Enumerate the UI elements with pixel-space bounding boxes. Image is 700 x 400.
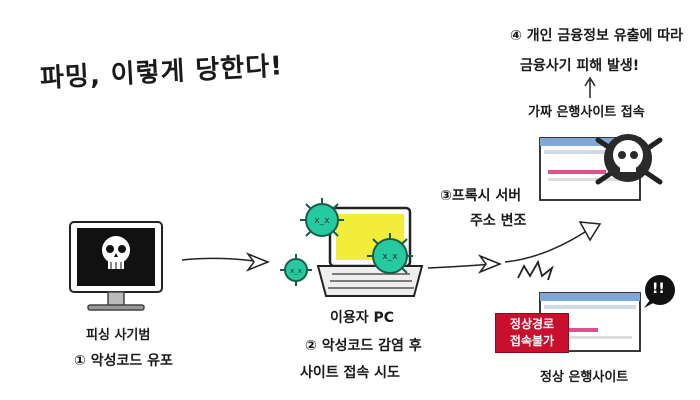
step2-line2: 사이트 접속 시도 xyxy=(300,365,400,381)
blocked-line1: 정상경로 xyxy=(509,317,555,331)
svg-text:x_x: x_x xyxy=(382,252,398,262)
arrow-pc-to-real-bank xyxy=(427,254,503,274)
bubble-text: !! xyxy=(652,281,665,297)
virus-icon: x_x xyxy=(367,233,413,274)
step3-line2: 주소 변조 xyxy=(470,213,527,229)
blocked-burst-icon xyxy=(517,259,554,281)
real-bank-label: 정상 은행사이트 xyxy=(540,370,629,385)
arrow-phisher-to-pc xyxy=(181,252,271,272)
step4-line2: 금융사기 피해 발생! xyxy=(520,58,640,74)
blocked-line2: 접속불가 xyxy=(509,334,555,348)
svg-text:x_x: x_x xyxy=(290,267,302,275)
step1-text: ① 악성코드 유포 xyxy=(74,353,173,369)
skull-icon xyxy=(102,236,130,269)
skull-crossbones-icon xyxy=(595,134,663,185)
virus-icon: x_x xyxy=(280,254,312,286)
user-pc-label: 이용자 PC xyxy=(330,310,395,326)
arrow-up-to-step4 xyxy=(584,76,596,98)
phisher-label: 피싱 사기범 xyxy=(86,328,151,343)
arrow-redirect-to-fake-bank xyxy=(504,221,602,263)
exclamation-bubble xyxy=(644,275,675,308)
step4-line1: ④ 개인 금융정보 유출에 따라 xyxy=(510,28,684,44)
step3-line1: ③프록시 서버 xyxy=(440,188,522,204)
virus-icon: x_x xyxy=(300,198,344,237)
blocked-badge: 정상경로 접속불가 xyxy=(495,313,569,353)
fake-bank-label: 가짜 은행사이트 접속 xyxy=(528,105,645,120)
step2-line1: ② 악성코드 감염 후 xyxy=(305,338,422,354)
svg-text:x_x: x_x xyxy=(314,216,330,226)
